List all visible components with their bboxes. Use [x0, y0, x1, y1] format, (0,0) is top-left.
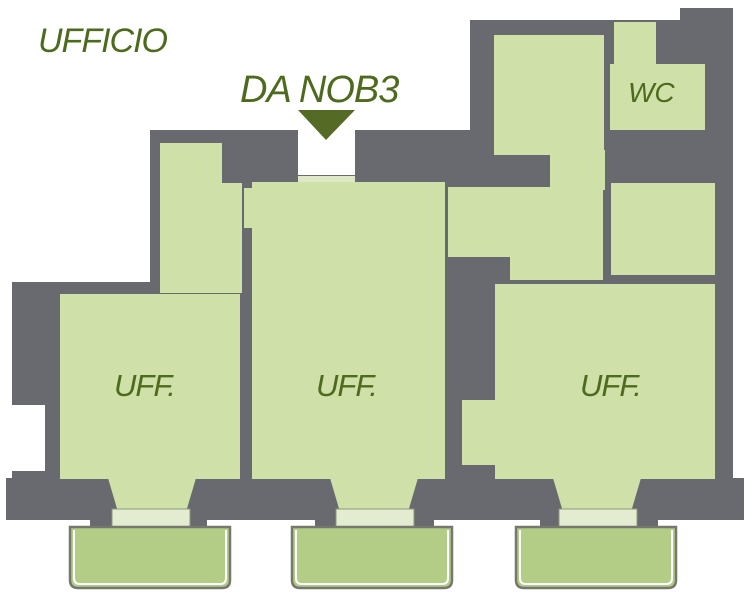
room-right-corridor-low — [510, 250, 603, 280]
rooms — [60, 22, 715, 479]
room-label-left: UFF. — [114, 368, 175, 403]
room-left-upper-annex — [160, 183, 242, 293]
arrow-down-icon — [298, 110, 355, 140]
balcony-rails — [73, 530, 673, 585]
window-recess-left — [108, 478, 196, 512]
room-label-center: UFF. — [316, 368, 377, 403]
room-label-wc: WC — [628, 77, 675, 108]
wall-pier-1 — [90, 505, 112, 531]
room-right-upper — [494, 35, 604, 155]
window-recesses — [108, 176, 641, 512]
entry-threshold — [298, 176, 355, 182]
balcony-right — [514, 525, 678, 590]
wall-pier-4 — [412, 505, 434, 531]
wall-pier-5 — [540, 505, 562, 531]
window-recess-right — [553, 478, 641, 512]
room-right-store — [611, 183, 715, 275]
balcony-center — [290, 525, 454, 590]
wall-pier-6 — [636, 505, 658, 531]
window-recess-center — [330, 478, 418, 512]
room-left-office — [60, 294, 240, 479]
room-right-upper-link — [550, 150, 605, 190]
wall-pier-3 — [315, 505, 337, 531]
room-label-right: UFF. — [580, 368, 641, 403]
window-sill-right — [558, 508, 638, 528]
entrance-label: DA NOB3 — [240, 69, 399, 111]
balcony-left — [68, 525, 232, 590]
room-right-office-ext — [462, 400, 502, 465]
balcony-rail-center — [295, 530, 449, 585]
room-right-corridor — [448, 187, 603, 257]
balcony-rail-right — [519, 530, 673, 585]
balcony-rail-left — [73, 530, 227, 585]
room-wc-top — [614, 22, 656, 67]
window-sills — [111, 508, 638, 528]
plan-title: UFFICIO — [38, 22, 168, 60]
room-wc — [610, 64, 705, 130]
room-right-office — [495, 284, 715, 479]
balconies — [68, 525, 678, 590]
exterior-notch — [0, 405, 45, 471]
window-sill-left — [111, 508, 191, 528]
room-center-sidecell — [244, 188, 256, 228]
window-sill-center — [335, 508, 415, 528]
room-center-office — [252, 182, 445, 479]
